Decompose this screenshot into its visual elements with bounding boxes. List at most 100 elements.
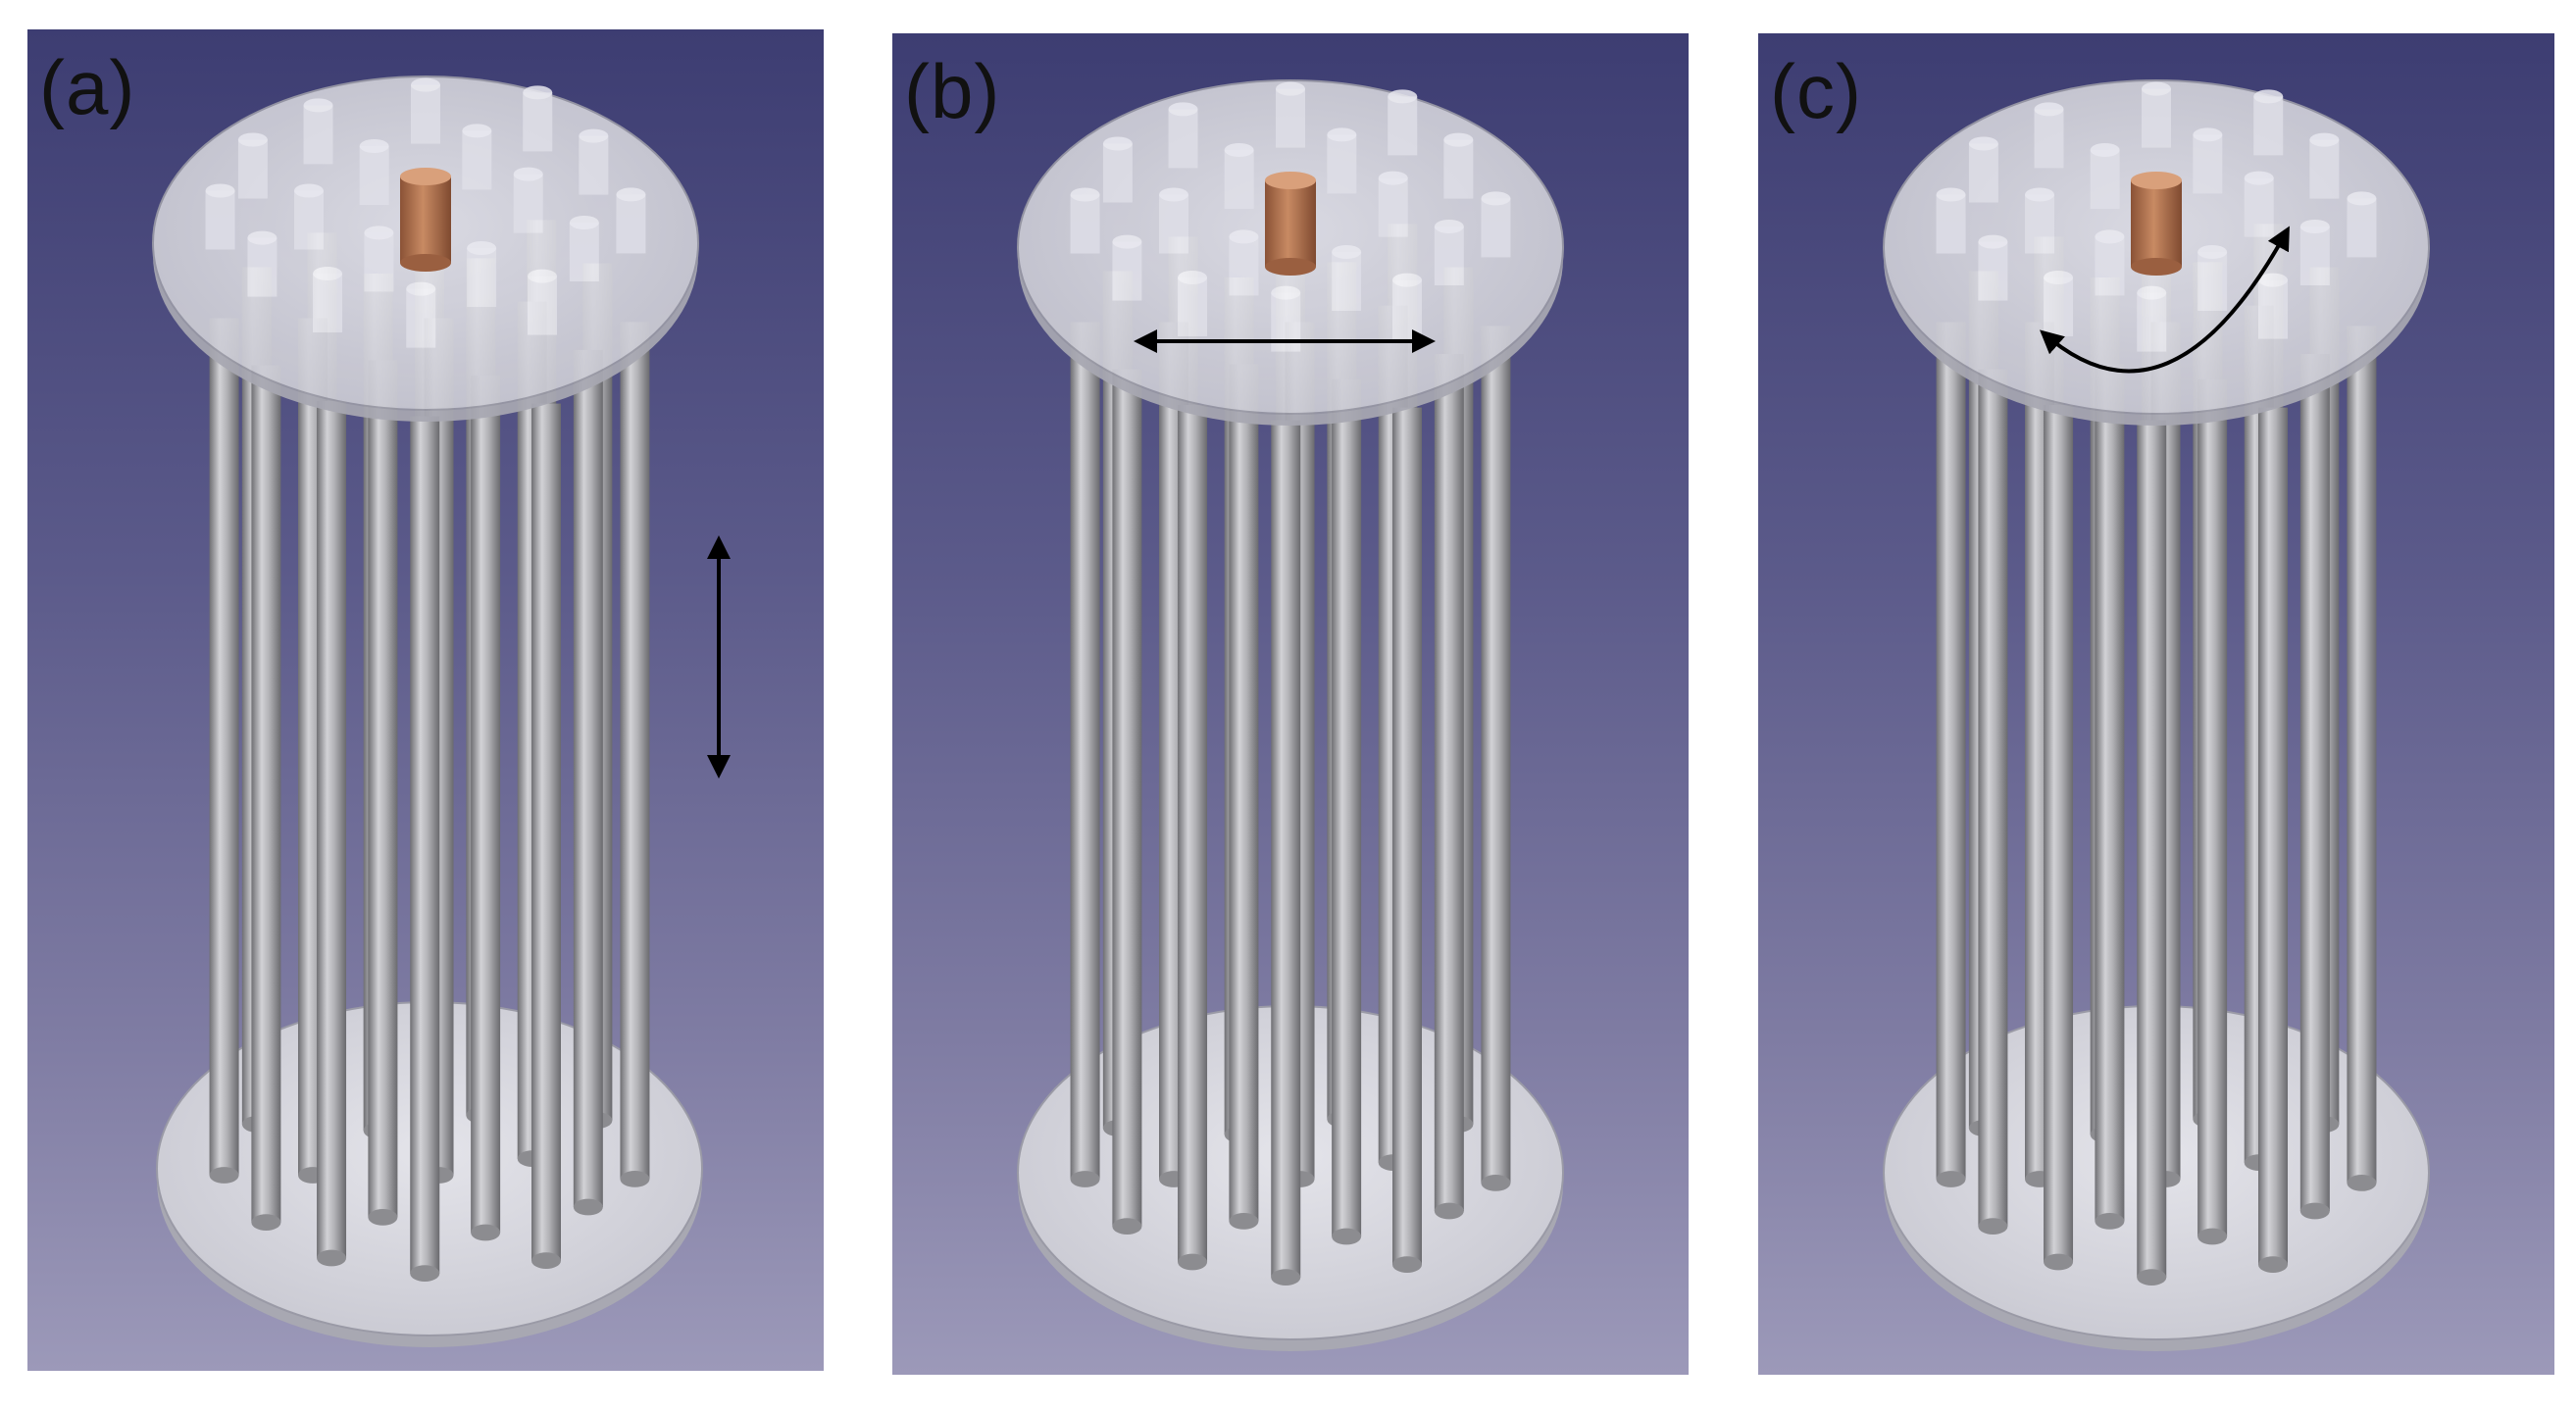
rod-stub bbox=[1434, 227, 1464, 285]
center-rod bbox=[1265, 172, 1316, 276]
rod-stub-cap bbox=[2347, 191, 2377, 206]
rod-stub-cap bbox=[579, 128, 609, 143]
rod bbox=[2197, 379, 2228, 1245]
rod-stub-cap bbox=[2197, 245, 2228, 259]
rod-stub bbox=[2142, 88, 2171, 148]
rod-stub bbox=[1168, 109, 1198, 169]
rod bbox=[2044, 405, 2074, 1271]
rod bbox=[1112, 369, 1142, 1235]
panel-label: (a) bbox=[39, 44, 136, 130]
rod-stub-cap bbox=[313, 267, 343, 280]
rod bbox=[209, 318, 239, 1184]
rod-stub bbox=[579, 135, 609, 195]
rod-stub-cap bbox=[2090, 143, 2120, 157]
rod-stub bbox=[2034, 109, 2064, 169]
rod bbox=[1332, 379, 1362, 1245]
rod-stub-cap bbox=[1102, 136, 1133, 151]
rod-stub bbox=[462, 130, 492, 190]
rod bbox=[2299, 354, 2330, 1220]
rod-stub-cap bbox=[1070, 187, 1100, 202]
rod-stub-cap bbox=[2299, 220, 2330, 233]
rod-stub-cap bbox=[2253, 89, 2284, 104]
rod-stub-cap bbox=[411, 77, 440, 92]
rod bbox=[471, 376, 501, 1241]
rod bbox=[531, 403, 561, 1269]
rod-stub-cap bbox=[1112, 234, 1142, 249]
bundle-drawing bbox=[1017, 79, 1564, 1351]
rod-stub bbox=[359, 146, 389, 205]
rod-stub-cap bbox=[1229, 229, 1259, 244]
rod-stub-cap bbox=[1978, 234, 2008, 249]
rod-stub-cap bbox=[359, 139, 389, 153]
rod-stub-cap bbox=[528, 269, 557, 283]
rod-stub bbox=[2244, 177, 2274, 237]
rod-stub-cap bbox=[1443, 132, 1474, 147]
rod bbox=[1271, 420, 1301, 1286]
bundle-drawing bbox=[1883, 79, 2430, 1351]
rod-stub-cap bbox=[1434, 220, 1464, 233]
rod-stub-cap bbox=[616, 187, 646, 202]
rod-stub bbox=[1327, 134, 1357, 194]
rod-stub-cap bbox=[303, 98, 333, 113]
rod bbox=[2347, 326, 2377, 1191]
rod-stub bbox=[1224, 150, 1254, 209]
rod bbox=[1978, 369, 2008, 1235]
rod-stub bbox=[1936, 194, 1966, 254]
rod-stub bbox=[237, 139, 268, 199]
rod bbox=[573, 350, 603, 1216]
rod-stub bbox=[1392, 279, 1422, 339]
rod-stub-cap bbox=[2095, 229, 2125, 244]
rod-stub-cap bbox=[467, 241, 497, 255]
rod bbox=[1070, 322, 1100, 1187]
rod-stub bbox=[247, 237, 278, 297]
rod-stub bbox=[2309, 139, 2340, 199]
rod bbox=[317, 401, 347, 1267]
rod-stub bbox=[1070, 194, 1100, 254]
rod-stub bbox=[1968, 143, 1998, 203]
rod-stub bbox=[467, 248, 497, 307]
rod-stub bbox=[1229, 236, 1259, 296]
rod bbox=[1936, 322, 1966, 1187]
rod-stub-cap bbox=[513, 167, 543, 181]
rod-stub-cap bbox=[1276, 81, 1305, 96]
rod-stub bbox=[1978, 241, 2008, 301]
rod-stub bbox=[2258, 279, 2288, 339]
rod-stub bbox=[513, 174, 543, 233]
rod-stub-cap bbox=[406, 281, 436, 296]
rod-stub bbox=[1388, 96, 1418, 156]
rod-stub bbox=[2095, 236, 2125, 296]
rod-stub bbox=[294, 190, 324, 250]
rod-stub-cap bbox=[364, 226, 394, 240]
center-rod bbox=[400, 168, 451, 272]
rod bbox=[2258, 407, 2288, 1273]
rod-stub-cap bbox=[2137, 285, 2167, 300]
rod-stub-cap bbox=[523, 85, 553, 100]
rod-stub bbox=[1112, 241, 1142, 301]
panel-a: (a) bbox=[27, 29, 824, 1371]
rod-stub bbox=[1178, 277, 1208, 336]
rod-stub bbox=[313, 274, 343, 332]
rod-stub bbox=[1102, 143, 1133, 203]
rod bbox=[1392, 407, 1422, 1273]
rod-stub bbox=[523, 92, 553, 152]
rod-stub-cap bbox=[1392, 273, 1422, 287]
panel-label: (c) bbox=[1770, 48, 1862, 134]
rod-stub bbox=[2299, 227, 2330, 285]
rod-stub bbox=[2090, 150, 2120, 209]
rod bbox=[410, 416, 440, 1282]
panel-c: (c) bbox=[1758, 33, 2554, 1375]
rod-stub-cap bbox=[2244, 171, 2274, 185]
rod bbox=[2137, 420, 2167, 1286]
rod-stub-cap bbox=[2193, 127, 2223, 142]
rod bbox=[620, 322, 650, 1187]
rod-stub-cap bbox=[247, 230, 278, 245]
rod-stub-cap bbox=[1481, 191, 1511, 206]
rod-stub bbox=[569, 223, 599, 281]
rod-stub-cap bbox=[2258, 273, 2288, 287]
rod-stub-cap bbox=[1332, 245, 1362, 259]
rod-stub bbox=[1276, 88, 1305, 148]
rod-stub bbox=[1481, 198, 1511, 258]
rod bbox=[368, 360, 398, 1226]
rod-stub bbox=[2253, 96, 2284, 156]
rod-stub-cap bbox=[462, 124, 492, 138]
